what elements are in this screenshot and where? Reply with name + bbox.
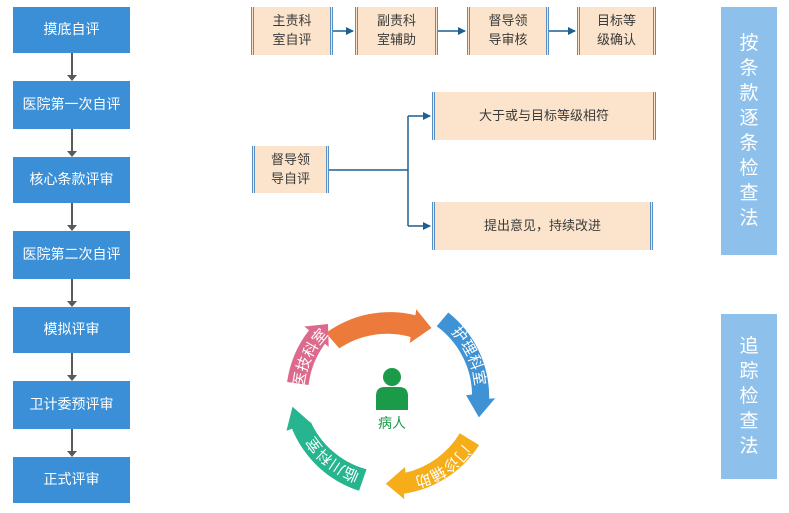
left-connector [67, 429, 77, 457]
segment-pink [287, 324, 329, 385]
left-connector [67, 129, 77, 157]
top-step-3: 督导领导审核 [467, 7, 549, 55]
top-step-2: 副责科室辅助 [355, 7, 438, 55]
top-step-4: 目标等级确认 [577, 7, 656, 55]
left-connector [67, 53, 77, 81]
segment-orange [325, 309, 432, 349]
segment-yellow [385, 433, 480, 500]
segment-blue [436, 312, 496, 418]
branch-source-box: 督导领导自评 [252, 146, 329, 193]
segment-green [286, 406, 367, 491]
left-step-5: 模拟评审 [13, 307, 130, 353]
branch-outcome-match: 大于或与目标等级相符 [432, 92, 656, 140]
top-step-1: 主责科室自评 [251, 7, 333, 55]
left-step-3: 核心条款评审 [13, 157, 130, 203]
left-step-1: 摸底自评 [13, 7, 130, 53]
left-connector [67, 353, 77, 381]
tracer-method-panel: 追踪检查法 [721, 314, 777, 479]
left-connector [67, 203, 77, 231]
clause-method-panel: 按条款逐条检查法 [721, 7, 777, 255]
branch-outcome-improve: 提出意见，持续改进 [432, 202, 653, 250]
center-label: 病人 [378, 416, 406, 432]
left-step-6: 卫计委预评审 [13, 381, 130, 429]
segment-label-blue: 护理科室 [448, 323, 489, 387]
segment-label-orange: 院感 [359, 288, 393, 311]
segment-label-yellow: 门诊辅助 [413, 442, 474, 491]
patient-cycle-diagram: 院感 护理科室 门诊辅助 临川科室 医技科室 病人 [286, 288, 496, 500]
left-connector [67, 279, 77, 307]
left-step-2: 医院第一次自评 [13, 81, 130, 129]
left-step-4: 医院第二次自评 [13, 231, 130, 279]
left-step-7: 正式评审 [13, 457, 130, 503]
person-icon [376, 368, 408, 410]
